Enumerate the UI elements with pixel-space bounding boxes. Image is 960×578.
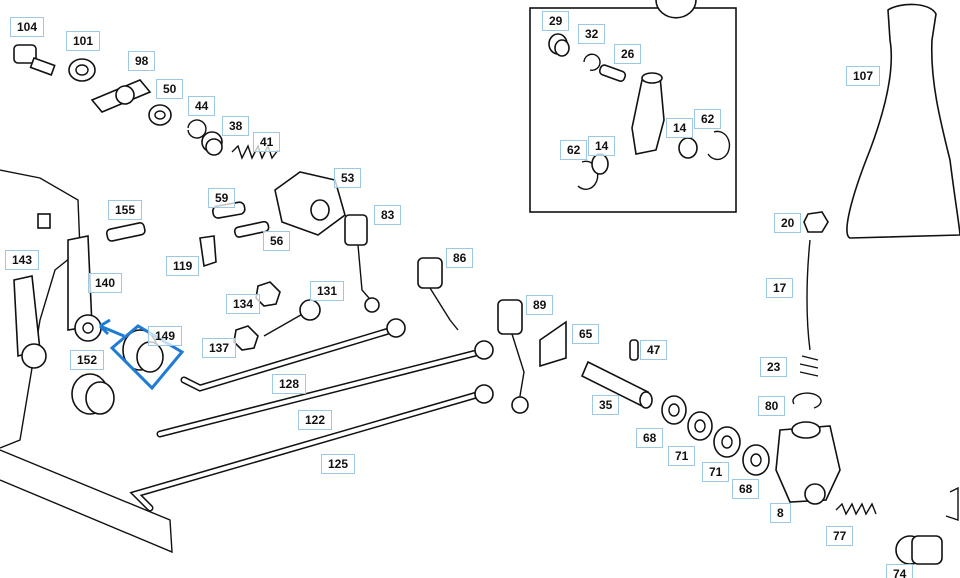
highlight-arrow: [98, 318, 125, 338]
clip-44: [187, 119, 207, 139]
callout-137: 137: [202, 338, 237, 358]
callout-98: 98: [128, 51, 156, 71]
callout-20: 20: [774, 213, 802, 233]
callout-26: 26: [614, 44, 642, 64]
washer-71a: [687, 411, 713, 441]
callout-32: 32: [578, 24, 606, 44]
highlight-box: [109, 324, 185, 391]
callout-140: 140: [88, 273, 123, 293]
callout-8: 8: [770, 503, 791, 523]
pin-47: [629, 339, 639, 361]
callout-56: 56: [263, 231, 291, 251]
clip-32: [583, 53, 601, 71]
bracket-98: [90, 79, 152, 113]
callout-128: 128: [272, 374, 307, 394]
lever-83: [344, 214, 380, 313]
housing-plate: [0, 449, 173, 554]
callout-80: 80: [758, 396, 786, 416]
callout-152: 152: [70, 350, 105, 370]
pin-26: [598, 64, 627, 82]
bushing-74: [895, 535, 943, 565]
callout-143: 143: [5, 250, 40, 270]
gear-lever-17: [806, 239, 811, 351]
callout-14a: 14: [666, 118, 694, 138]
callout-65: 65: [572, 324, 600, 344]
lever-89: [497, 299, 529, 414]
bushing-14b: [591, 153, 609, 175]
washer-101: [68, 58, 96, 82]
clip-edge: [945, 486, 959, 521]
washer-71b: [713, 426, 741, 458]
clip-62a: [707, 130, 731, 161]
callout-50: 50: [156, 79, 184, 99]
callout-53: 53: [334, 168, 362, 188]
shift-boot-107: [846, 3, 960, 239]
shift-housing-8: [775, 421, 841, 505]
bolt-104: [13, 44, 56, 76]
callout-107: 107: [846, 66, 881, 86]
callout-47: 47: [640, 340, 668, 360]
spring-77: [835, 502, 877, 516]
clip-119: [199, 235, 217, 268]
callout-71a: 71: [668, 446, 696, 466]
bushing-152: [71, 373, 115, 415]
callout-59: 59: [208, 188, 236, 208]
bushing-29: [548, 33, 570, 57]
clip-62b: [577, 160, 599, 190]
callout-68b: 68: [732, 479, 760, 499]
bushing-14a: [678, 137, 698, 159]
spring-23: [799, 355, 819, 377]
callout-17: 17: [766, 278, 794, 298]
callout-29: 29: [542, 11, 570, 31]
callout-83: 83: [374, 205, 402, 225]
callout-35: 35: [592, 395, 620, 415]
lever-143: [13, 275, 47, 369]
callout-101: 101: [66, 31, 101, 51]
callout-89: 89: [526, 295, 554, 315]
housing-lug: [37, 213, 51, 229]
callout-125: 125: [321, 454, 356, 474]
callout-131: 131: [310, 281, 345, 301]
selector-block-53: [274, 171, 346, 236]
callout-23: 23: [760, 357, 788, 377]
transmission-housing: [0, 169, 81, 449]
lever-140: [67, 235, 102, 342]
callout-74: 74: [886, 564, 914, 578]
spring-41: [231, 144, 279, 160]
plate-65: [539, 320, 567, 368]
bolt-56: [233, 220, 270, 238]
inset-frame: [529, 7, 737, 213]
callout-86: 86: [446, 248, 474, 268]
callout-14b: 14: [588, 136, 616, 156]
inset-lever: [631, 72, 665, 155]
callout-62b: 62: [560, 140, 588, 160]
callout-62a: 62: [694, 109, 722, 129]
nut-20: [803, 211, 829, 233]
lever-86: [417, 257, 459, 331]
callout-149: 149: [148, 326, 183, 346]
callout-44: 44: [188, 96, 216, 116]
washer-68a: [661, 395, 687, 425]
washer-50: [148, 104, 172, 126]
bushing-38: [201, 131, 223, 156]
callout-104: 104: [10, 17, 45, 37]
callout-122: 122: [298, 410, 333, 430]
callout-68a: 68: [636, 428, 664, 448]
callout-155: 155: [108, 200, 143, 220]
callout-71b: 71: [702, 462, 730, 482]
bolt-155: [105, 222, 146, 242]
nut-137: [233, 325, 259, 351]
callout-134: 134: [226, 294, 261, 314]
callout-38: 38: [222, 116, 250, 136]
callout-119: 119: [166, 256, 200, 276]
inset-icon: [655, 0, 697, 19]
washer-68b: [742, 444, 770, 476]
callout-77: 77: [826, 526, 854, 546]
clip-80: [792, 392, 822, 409]
callout-41: 41: [253, 132, 281, 152]
